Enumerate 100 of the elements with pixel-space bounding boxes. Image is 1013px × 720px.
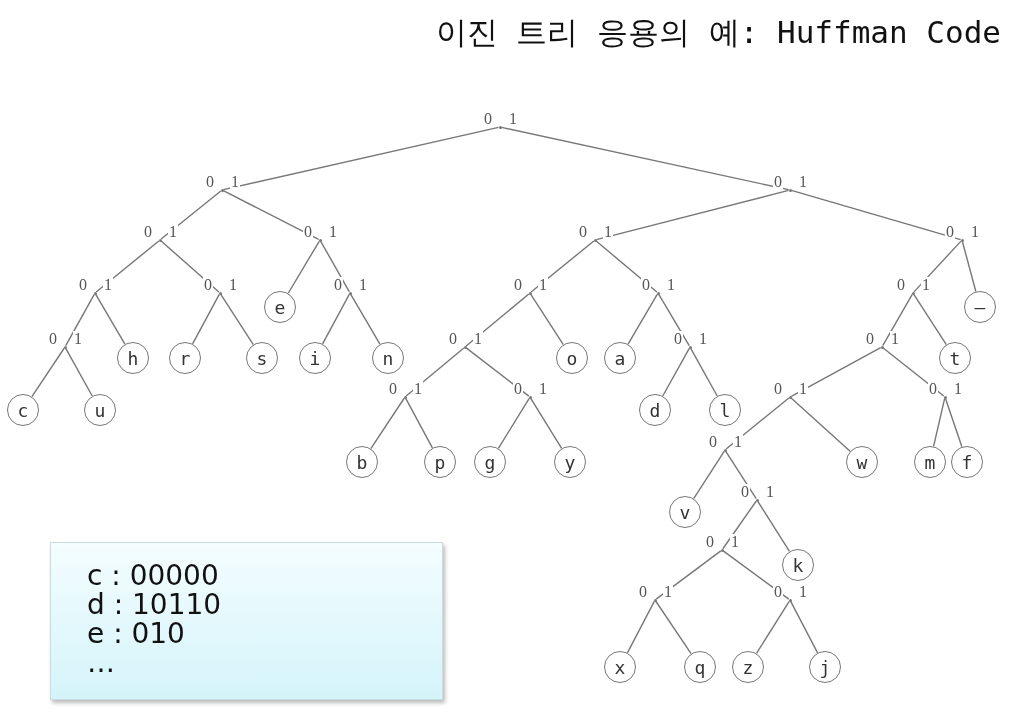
tree-branch bbox=[913, 240, 962, 293]
tree-branch bbox=[500, 126, 790, 191]
leaf-circle: j bbox=[809, 651, 841, 683]
junction-point bbox=[688, 345, 692, 349]
edge-label: 1 bbox=[890, 331, 900, 347]
edge-label: 0 bbox=[483, 111, 493, 127]
edge-label: 0 bbox=[78, 277, 88, 293]
edge-label: 1 bbox=[663, 584, 673, 600]
tree-branch bbox=[320, 240, 350, 293]
edge-label: 0 bbox=[205, 174, 215, 190]
tree-branch bbox=[961, 240, 977, 293]
leaf-circle: n bbox=[372, 342, 404, 374]
leaf-circle: y bbox=[554, 446, 586, 478]
leaf-circle: l bbox=[709, 394, 741, 426]
leaf-circle: v bbox=[669, 496, 701, 528]
junction-point bbox=[528, 395, 532, 399]
leaf-circle: z bbox=[732, 651, 764, 683]
junction-point bbox=[755, 498, 759, 502]
edge-label: 0 bbox=[303, 224, 313, 240]
tree-branch bbox=[530, 240, 595, 293]
junction-point bbox=[943, 395, 947, 399]
leaf-circle: q bbox=[684, 651, 716, 683]
tree-branch bbox=[465, 293, 530, 347]
tree-branch bbox=[722, 550, 790, 600]
junction-point bbox=[93, 291, 97, 295]
tree-branch bbox=[31, 347, 65, 398]
tree-branch bbox=[220, 293, 254, 346]
edge-label: 0 bbox=[333, 277, 343, 293]
junction-point bbox=[158, 238, 162, 242]
edge-label: 0 bbox=[945, 224, 955, 240]
edge-label: 1 bbox=[733, 434, 743, 450]
tree-branch bbox=[692, 450, 725, 500]
edge-label: 0 bbox=[48, 331, 58, 347]
leaf-circle: r bbox=[169, 342, 201, 374]
tree-branch bbox=[95, 293, 126, 345]
leaf-circle: e bbox=[264, 291, 296, 323]
edge-label: 1 bbox=[168, 224, 178, 240]
edge-label: 1 bbox=[970, 224, 980, 240]
edge-label: 1 bbox=[473, 331, 483, 347]
edge-label: 0 bbox=[513, 277, 523, 293]
edge-label: 0 bbox=[773, 381, 783, 397]
junction-point bbox=[528, 291, 532, 295]
tree-branch bbox=[595, 189, 790, 241]
tree-branch bbox=[222, 126, 500, 191]
junction-point bbox=[463, 345, 467, 349]
edge-label: 0 bbox=[143, 224, 153, 240]
edge-label: 1 bbox=[508, 111, 518, 127]
tree-branch bbox=[757, 500, 791, 553]
edge-label: 0 bbox=[641, 277, 651, 293]
leaf-circle: — bbox=[964, 291, 996, 323]
leaf-circle: g bbox=[474, 446, 506, 478]
leaf-circle: o bbox=[556, 342, 588, 374]
code-line: c : 00000 bbox=[87, 561, 219, 590]
code-line: … bbox=[87, 648, 115, 677]
tree-branch bbox=[790, 189, 962, 241]
edge-label: 0 bbox=[773, 174, 783, 190]
leaf-circle: d bbox=[639, 394, 671, 426]
junction-point bbox=[403, 395, 407, 399]
tree-branch bbox=[95, 240, 160, 293]
edge-label: 1 bbox=[358, 277, 368, 293]
tree-branch bbox=[662, 347, 690, 397]
tree-branch bbox=[370, 397, 405, 450]
edge-label: 1 bbox=[666, 277, 676, 293]
code-line: d : 10110 bbox=[87, 590, 222, 619]
edge-label: 0 bbox=[773, 584, 783, 600]
tree-branch bbox=[405, 347, 465, 397]
edge-label: 1 bbox=[730, 534, 740, 550]
tree-branch bbox=[160, 190, 222, 240]
tree-branch bbox=[191, 293, 220, 345]
tree-branch bbox=[882, 293, 913, 347]
tree-branch bbox=[405, 397, 434, 449]
edge-label: 1 bbox=[538, 381, 548, 397]
edge-label: 1 bbox=[798, 174, 808, 190]
tree-branch bbox=[658, 293, 690, 347]
edge-label: 0 bbox=[638, 584, 648, 600]
junction-point bbox=[723, 448, 727, 452]
code-table-box bbox=[50, 542, 443, 700]
edge-label: 1 bbox=[953, 381, 963, 397]
edge-label: 1 bbox=[798, 584, 808, 600]
junction-point bbox=[880, 345, 884, 349]
edge-label: 0 bbox=[388, 381, 398, 397]
junction-point bbox=[960, 238, 964, 242]
tree-branch bbox=[913, 293, 948, 346]
junction-point bbox=[788, 598, 792, 602]
tree-branch bbox=[287, 240, 320, 294]
junction-point bbox=[720, 548, 724, 552]
edge-label: 0 bbox=[203, 277, 213, 293]
tree-branch bbox=[465, 347, 530, 397]
tree-branch bbox=[350, 293, 381, 345]
slide-title: 이진 트리 응용의 예: Huffman Code bbox=[435, 13, 1001, 52]
leaf-circle: f bbox=[951, 446, 983, 478]
edge-label: 1 bbox=[603, 224, 613, 240]
edge-label: 1 bbox=[798, 381, 808, 397]
edge-label: 0 bbox=[705, 534, 715, 550]
leaf-circle: w bbox=[846, 446, 878, 478]
edge-label: 1 bbox=[698, 331, 708, 347]
tree-branch bbox=[65, 293, 95, 347]
tree-branch bbox=[722, 500, 757, 550]
tree-branch bbox=[530, 293, 565, 346]
leaf-circle: h bbox=[117, 342, 149, 374]
